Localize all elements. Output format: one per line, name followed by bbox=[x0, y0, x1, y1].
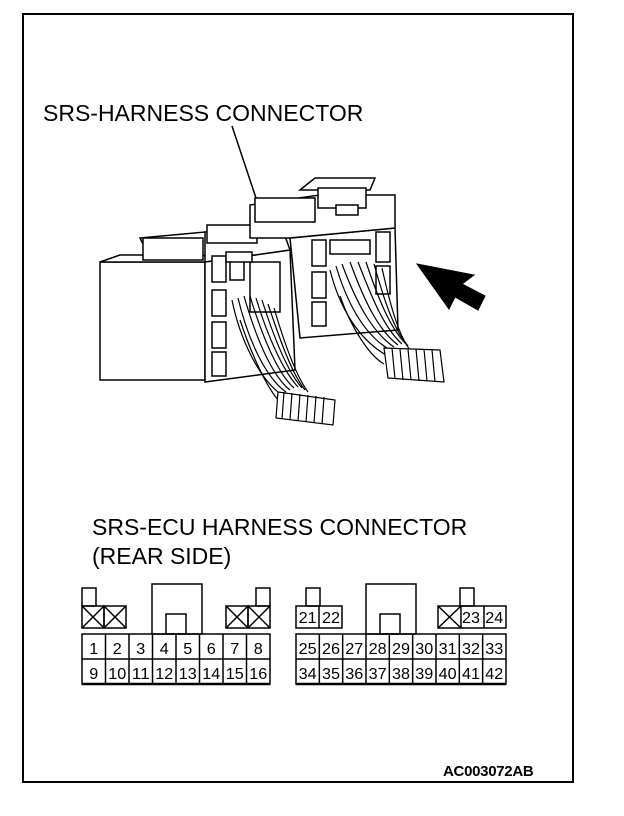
right-wire-sleeve bbox=[383, 347, 445, 383]
left-pin-8: 8 bbox=[254, 641, 263, 658]
figure-frame bbox=[22, 13, 574, 783]
right-pin-30: 30 bbox=[415, 641, 433, 658]
right-pin-41: 41 bbox=[462, 666, 480, 683]
right-pin-38: 38 bbox=[392, 666, 410, 683]
right-pin-23: 23 bbox=[462, 610, 480, 627]
left-pin-4: 4 bbox=[160, 641, 169, 658]
right-wire-bundle bbox=[329, 261, 411, 365]
right-pin-34: 34 bbox=[299, 666, 317, 683]
ecu-connector-label: SRS-ECU HARNESS CONNECTOR bbox=[92, 514, 468, 540]
left-pin-14: 14 bbox=[202, 666, 220, 683]
left-pin-2: 2 bbox=[113, 641, 122, 658]
left-pin-3: 3 bbox=[136, 641, 145, 658]
right-pin-36: 36 bbox=[345, 666, 363, 683]
left-pin-5: 5 bbox=[183, 641, 192, 658]
right-pin-42: 42 bbox=[485, 666, 503, 683]
figure-code: AC003072AB bbox=[443, 763, 534, 780]
ecu-connector-sublabel: (REAR SIDE) bbox=[92, 543, 232, 569]
right-pin-27: 27 bbox=[345, 641, 363, 658]
right-pin-32: 32 bbox=[462, 641, 480, 658]
left-pin-11: 11 bbox=[132, 666, 150, 683]
label-leader-line bbox=[231, 125, 257, 199]
right-pin-33: 33 bbox=[485, 641, 503, 658]
left-pin-12: 12 bbox=[155, 666, 173, 683]
left-pin-1: 1 bbox=[89, 641, 98, 658]
right-pin-39: 39 bbox=[415, 666, 433, 683]
left-pin-7: 7 bbox=[230, 641, 239, 658]
right-pin-35: 35 bbox=[322, 666, 340, 683]
left-wire-sleeve bbox=[275, 391, 336, 426]
right-pin-31: 31 bbox=[439, 641, 457, 658]
right-pin-37: 37 bbox=[369, 666, 387, 683]
left-connector-drawing bbox=[99, 221, 296, 383]
left-pin-6: 6 bbox=[207, 641, 216, 658]
left-wire-bundle bbox=[231, 295, 309, 403]
right-pin-25: 25 bbox=[299, 641, 317, 658]
right-pin-40: 40 bbox=[439, 666, 457, 683]
right-pin-cells: 21 22 23 24 25 26 27 28 29 30 31 32 33 34 35 36 37 38 39 40… bbox=[299, 610, 503, 684]
right-pin-26: 26 bbox=[322, 641, 340, 658]
left-pin-16: 16 bbox=[249, 666, 267, 683]
right-pin-21: 21 bbox=[299, 610, 317, 627]
left-pin-10: 10 bbox=[108, 666, 126, 683]
right-pin-22: 22 bbox=[322, 610, 340, 627]
right-connector-drawing bbox=[249, 177, 399, 339]
right-pin-24: 24 bbox=[485, 610, 503, 627]
right-pin-29: 29 bbox=[392, 641, 410, 658]
left-pin-13: 13 bbox=[179, 666, 197, 683]
right-pin-28: 28 bbox=[369, 641, 387, 658]
arrow-icon bbox=[415, 263, 486, 311]
left-pin-15: 15 bbox=[226, 666, 244, 683]
harness-connector-label: SRS-HARNESS CONNECTOR bbox=[43, 100, 364, 126]
left-pin-9: 9 bbox=[89, 666, 98, 683]
